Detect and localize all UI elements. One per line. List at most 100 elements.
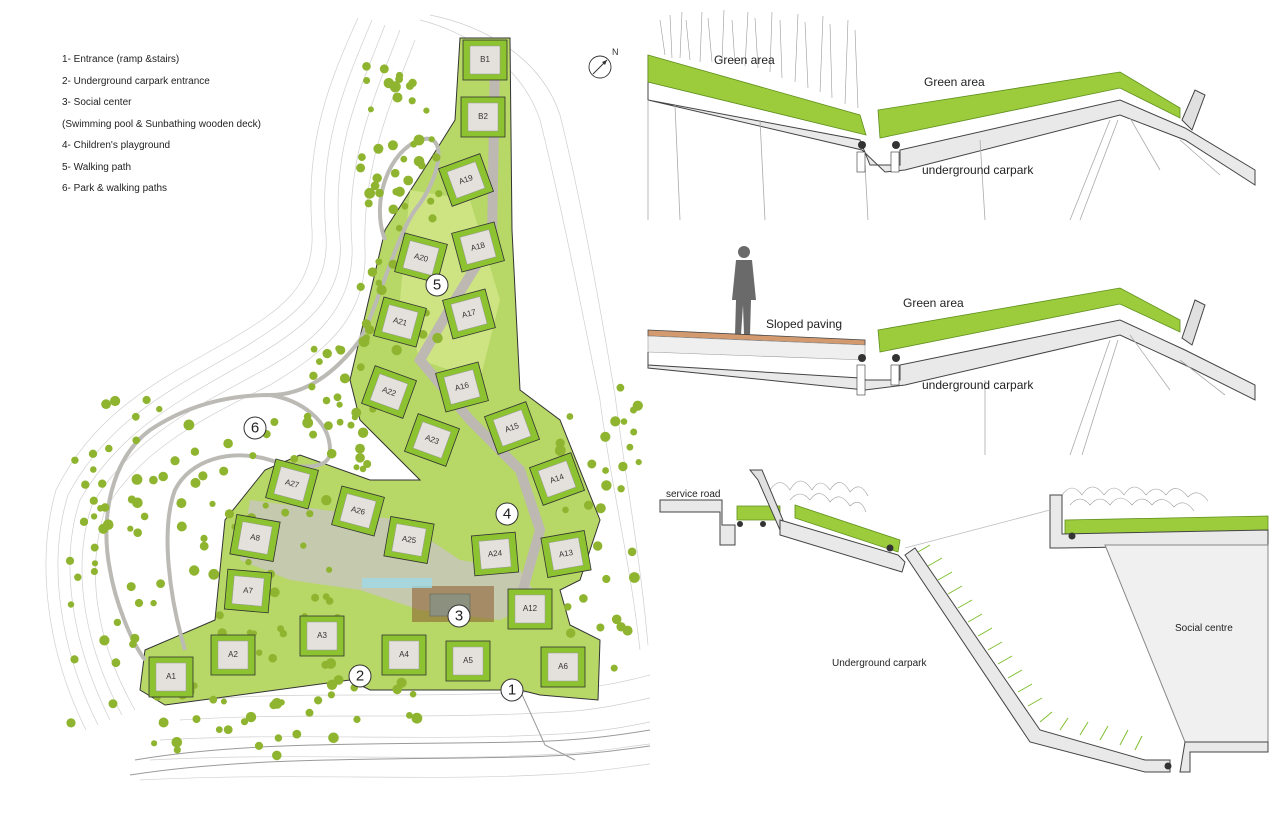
tree-icon bbox=[171, 737, 183, 748]
building-label: A4 bbox=[399, 650, 409, 659]
tree-icon bbox=[618, 461, 628, 472]
tree-icon bbox=[358, 153, 366, 162]
section-3-drains bbox=[737, 521, 1172, 770]
building-a22: A22 bbox=[360, 365, 418, 419]
tree-icon bbox=[325, 658, 337, 669]
tree-icon bbox=[392, 188, 400, 196]
tree-icon bbox=[601, 480, 612, 491]
tree-icon bbox=[370, 181, 380, 191]
tree-icon bbox=[90, 567, 98, 576]
tree-icon bbox=[102, 519, 114, 530]
section-1-drains bbox=[856, 141, 900, 173]
section-2: Sloped paving Green area underground car… bbox=[647, 246, 1256, 456]
tree-icon bbox=[395, 224, 403, 232]
marker-2: 2 bbox=[348, 664, 372, 688]
tree-icon bbox=[353, 464, 360, 471]
tree-icon bbox=[566, 413, 574, 420]
building-label: A17 bbox=[461, 307, 478, 320]
tree-icon bbox=[373, 143, 384, 154]
tree-icon bbox=[629, 572, 640, 583]
tree-icon bbox=[150, 599, 157, 607]
tree-icon bbox=[131, 412, 140, 421]
marker-1: 1 bbox=[500, 678, 524, 702]
reed-texture bbox=[659, 9, 859, 109]
tree-icon bbox=[127, 525, 134, 532]
tree-icon bbox=[356, 282, 365, 291]
tree-icon bbox=[108, 699, 118, 709]
building-a13: A13 bbox=[540, 530, 592, 578]
tree-icon bbox=[379, 64, 389, 74]
marker-4: 4 bbox=[495, 502, 519, 526]
tree-icon bbox=[100, 503, 110, 512]
tree-icon bbox=[339, 373, 350, 384]
section-2-green bbox=[877, 287, 1181, 353]
tree-icon bbox=[357, 427, 369, 438]
building-a27: A27 bbox=[265, 458, 319, 510]
tree-icon bbox=[192, 715, 201, 724]
section-3-right-slab bbox=[1049, 494, 1269, 549]
marker-label: 3 bbox=[455, 608, 463, 625]
tree-icon bbox=[355, 443, 365, 454]
tree-icon bbox=[66, 718, 76, 728]
tree-icon bbox=[209, 695, 218, 704]
section-3-service-road-label: service road bbox=[666, 489, 720, 500]
building-a8: A8 bbox=[229, 514, 281, 562]
tree-icon bbox=[587, 459, 597, 469]
section-1-green-left bbox=[647, 54, 867, 136]
section-2-green-label: Green area bbox=[903, 296, 964, 310]
tree-icon bbox=[277, 625, 285, 633]
tree-icon bbox=[427, 197, 435, 205]
tree-icon bbox=[308, 383, 316, 391]
tree-icon bbox=[274, 734, 283, 742]
tree-icon bbox=[292, 729, 302, 739]
tree-icon bbox=[409, 690, 417, 698]
building-a21: A21 bbox=[373, 296, 427, 348]
marker-6: 6 bbox=[243, 416, 267, 440]
building-label: A2 bbox=[228, 650, 238, 659]
tree-icon bbox=[403, 175, 414, 186]
building-a25: A25 bbox=[383, 516, 435, 564]
tree-icon bbox=[387, 140, 398, 151]
tree-icon bbox=[70, 655, 79, 664]
tree-icon bbox=[190, 447, 200, 456]
tree-icon bbox=[395, 75, 403, 84]
tree-icon bbox=[632, 400, 643, 411]
tree-icon bbox=[132, 497, 143, 509]
tree-icon bbox=[620, 418, 628, 425]
building-a7: A7 bbox=[223, 568, 273, 614]
tree-icon bbox=[198, 471, 208, 481]
legend-item-2: 2- Underground carpark entrance bbox=[62, 75, 210, 87]
building-a15: A15 bbox=[483, 401, 541, 455]
tree-icon bbox=[311, 593, 320, 602]
section-1: Green area Green area underground carpar… bbox=[647, 9, 1256, 221]
tree-icon bbox=[110, 395, 121, 407]
tree-icon bbox=[435, 190, 443, 198]
site-plan: B1B2A19A18A20A17A21A16A22A15A23A14A27A26… bbox=[45, 14, 651, 781]
tree-icon bbox=[224, 509, 234, 519]
building-a12: A12 bbox=[507, 588, 553, 630]
tree-icon bbox=[333, 393, 342, 402]
tree-icon bbox=[322, 348, 332, 359]
tree-icon bbox=[91, 560, 99, 567]
tree-icon bbox=[133, 528, 142, 537]
tree-icon bbox=[375, 279, 383, 287]
building-label: A13 bbox=[558, 548, 574, 559]
building-label: A7 bbox=[243, 586, 254, 596]
building-label: A21 bbox=[392, 315, 409, 328]
tree-icon bbox=[173, 746, 181, 754]
building-a4: A4 bbox=[381, 634, 427, 676]
building-a17: A17 bbox=[442, 288, 496, 340]
section-2-structure-lines bbox=[984, 334, 1226, 456]
tree-icon bbox=[376, 284, 387, 296]
legend: 1- Entrance (ramp &stairs) 2- Undergroun… bbox=[62, 53, 261, 204]
building-b1: B1 bbox=[462, 39, 508, 81]
roads bbox=[129, 689, 651, 776]
tree-icon bbox=[562, 506, 569, 514]
legend-item-3-detail: (Swimming pool & Sunbathing wooden deck) bbox=[62, 118, 261, 130]
tree-icon bbox=[309, 430, 318, 439]
tree-icon bbox=[65, 556, 75, 565]
building-a18: A18 bbox=[451, 221, 505, 273]
tree-icon bbox=[310, 345, 318, 353]
tree-icon bbox=[290, 455, 299, 463]
tree-icon bbox=[309, 371, 318, 380]
